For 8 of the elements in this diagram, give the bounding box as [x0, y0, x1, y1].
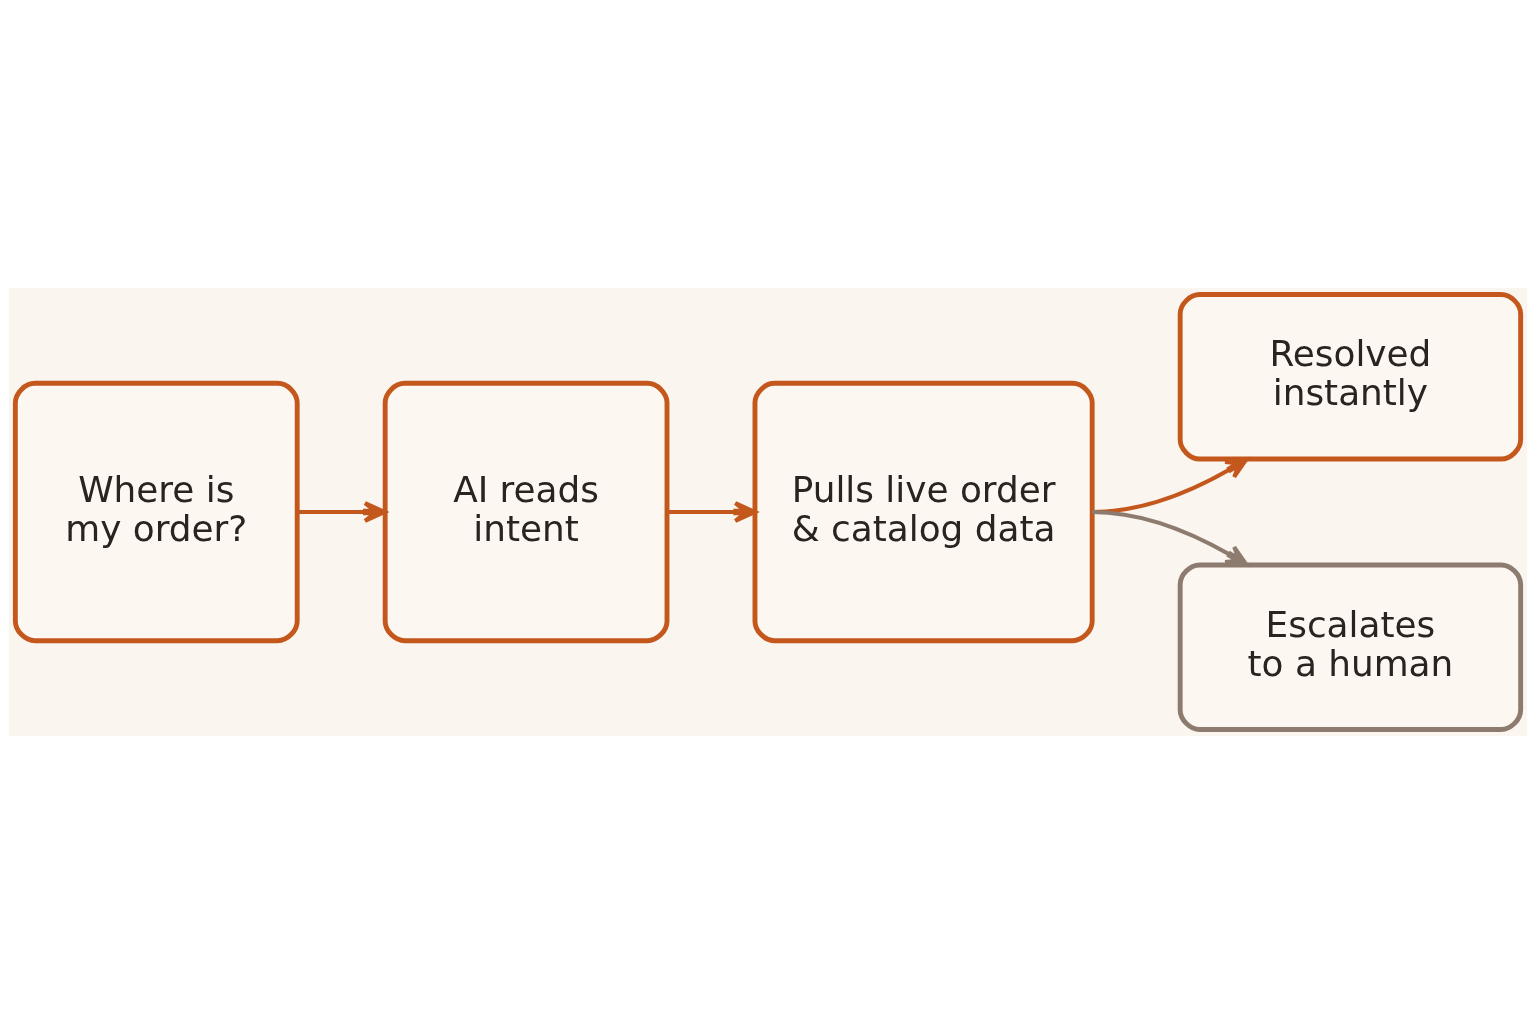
- node-box: Resolved instantly: [1177, 292, 1524, 462]
- arrow: [297, 501, 387, 523]
- arrow: [667, 501, 757, 523]
- node-box: AI reads intent: [382, 380, 670, 644]
- node-box: Escalates to a human: [1177, 562, 1524, 732]
- node-box: Where is my order?: [12, 380, 300, 644]
- arrow: [1092, 509, 1249, 567]
- node-box: Pulls live order & catalog data: [752, 380, 1095, 644]
